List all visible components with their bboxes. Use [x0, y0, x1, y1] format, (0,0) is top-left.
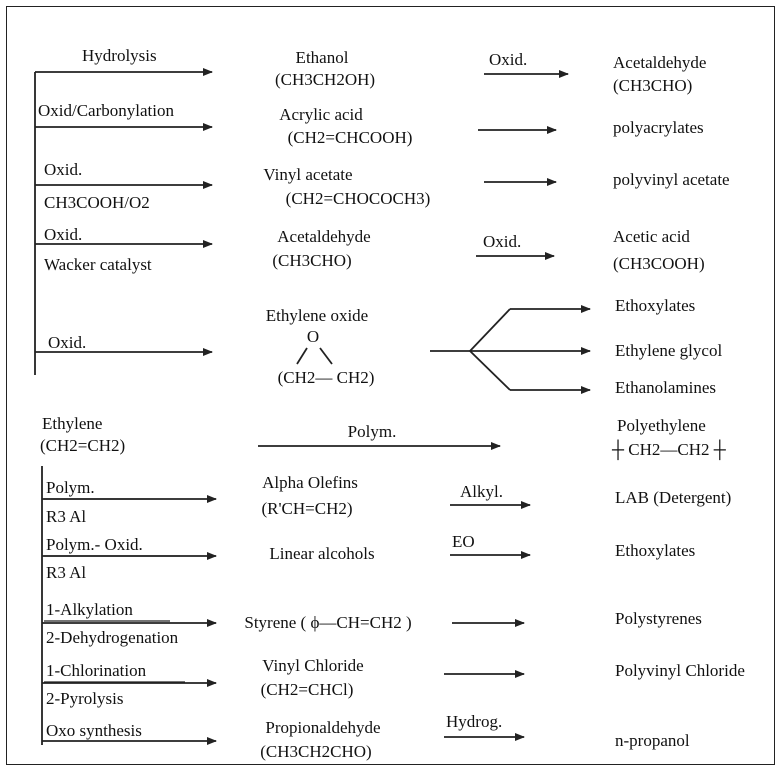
alpha-olefins-formula: (R'CH=CH2)	[261, 499, 353, 518]
polyethylene-formula: ┼ CH2—CH2 ┼	[612, 440, 726, 459]
linear-alcohols-catalyst: R3 Al	[46, 563, 87, 582]
chlorination-label: 1-Chlorination	[46, 661, 147, 680]
ring-bond-left	[296, 347, 308, 365]
vinyl-acetate-name: Vinyl acetate	[263, 165, 353, 184]
ethoxylates-product-lower: Ethoxylates	[615, 541, 696, 560]
lab-detergent-product: LAB (Detergent)	[615, 488, 732, 507]
alkyl-step: Alkyl.	[460, 482, 503, 501]
acetaldehyde-product: Acetaldehyde	[613, 53, 707, 72]
fork-lower	[469, 350, 511, 391]
ethoxylates-product: Ethoxylates	[615, 296, 696, 315]
acetic-acid-product-formula: (CH3COOH)	[613, 254, 705, 273]
acetaldehyde-oxid-step: Oxid.	[483, 232, 522, 251]
ethylene-oxide-ring-oxygen: O	[306, 327, 320, 346]
polym-label: Polym.	[347, 422, 397, 441]
polyvinyl-acetate-product: polyvinyl acetate	[613, 170, 730, 189]
carbonylation-label: Oxid/Carbonylation	[38, 101, 174, 120]
dehydrogenation-label: 2-Dehydrogenation	[46, 628, 179, 647]
ethanol-formula: (CH3CH2OH)	[274, 70, 376, 89]
alpha-olefins-name: Alpha Olefins	[262, 473, 358, 492]
ethylene-oxide-name: Ethylene oxide	[265, 306, 369, 325]
alpha-olefins-catalyst: R3 Al	[46, 507, 87, 526]
pyrolysis-label: 2-Pyrolysis	[46, 689, 124, 708]
styrene-name: Styrene ( ϕ—CH=CH2 )	[244, 613, 412, 632]
alpha-olefins-polym-label: Polym.	[46, 478, 95, 497]
alkylation-label: 1-Alkylation	[46, 600, 133, 619]
polyethylene-product: Polyethylene	[617, 416, 706, 435]
acrylic-acid-formula: (CH2=CHCOOH)	[287, 128, 413, 147]
acetic-acid-product: Acetic acid	[613, 227, 690, 246]
polyacrylates-product: polyacrylates	[613, 118, 704, 137]
wacker-catalyst-label: Wacker catalyst	[44, 255, 152, 274]
ethylene-formula: (CH2=CH2)	[40, 436, 126, 455]
vinyl-acetate-oxid-label: Oxid.	[44, 160, 83, 179]
acetic-oxygen-reagent: CH3COOH/O2	[44, 193, 150, 212]
oxo-synthesis-label: Oxo synthesis	[46, 721, 142, 740]
eo-step: EO	[452, 532, 475, 551]
diagram-frame	[6, 6, 775, 765]
ethylene-oxide-oxid-label: Oxid.	[48, 333, 87, 352]
ring-bond-right	[319, 347, 333, 365]
pvc-product: Polyvinyl Chloride	[615, 661, 745, 680]
vinyl-acetate-formula: (CH2=CHOCOCH3)	[285, 189, 431, 208]
ethanol-name: Ethanol	[295, 48, 349, 67]
polystyrenes-product: Polystyrenes	[615, 609, 702, 628]
acetaldehyde-product-formula: (CH3CHO)	[613, 76, 693, 95]
propionaldehyde-formula: (CH3CH2CHO)	[260, 742, 372, 761]
n-propanol-product: n-propanol	[615, 731, 690, 750]
ethanol-oxid-step: Oxid.	[489, 50, 528, 69]
propionaldehyde-name: Propionaldehyde	[265, 718, 381, 737]
fork-upper	[469, 308, 511, 352]
vinyl-chloride-name: Vinyl Chloride	[262, 656, 364, 675]
ethylene-oxide-ring-formula: (CH2— CH2)	[277, 368, 375, 387]
ethylene-name: Ethylene	[42, 414, 103, 433]
acetaldehyde-intermediate-name: Acetaldehyde	[277, 227, 371, 246]
linear-alcohols-name: Linear alcohols	[269, 544, 375, 563]
hydrog-step: Hydrog.	[446, 712, 503, 731]
wacker-oxid-label: Oxid.	[44, 225, 83, 244]
ethanolamines-product: Ethanolamines	[615, 378, 717, 397]
acrylic-acid-name: Acrylic acid	[279, 105, 363, 124]
vinyl-chloride-formula: (CH2=CHCl)	[260, 680, 354, 699]
ethylene-glycol-product: Ethylene glycol	[615, 341, 723, 360]
linear-alcohols-process-label: Polym.- Oxid.	[46, 535, 143, 554]
acetaldehyde-intermediate-formula: (CH3CHO)	[272, 251, 352, 270]
hydrolysis-label: Hydrolysis	[82, 46, 157, 65]
